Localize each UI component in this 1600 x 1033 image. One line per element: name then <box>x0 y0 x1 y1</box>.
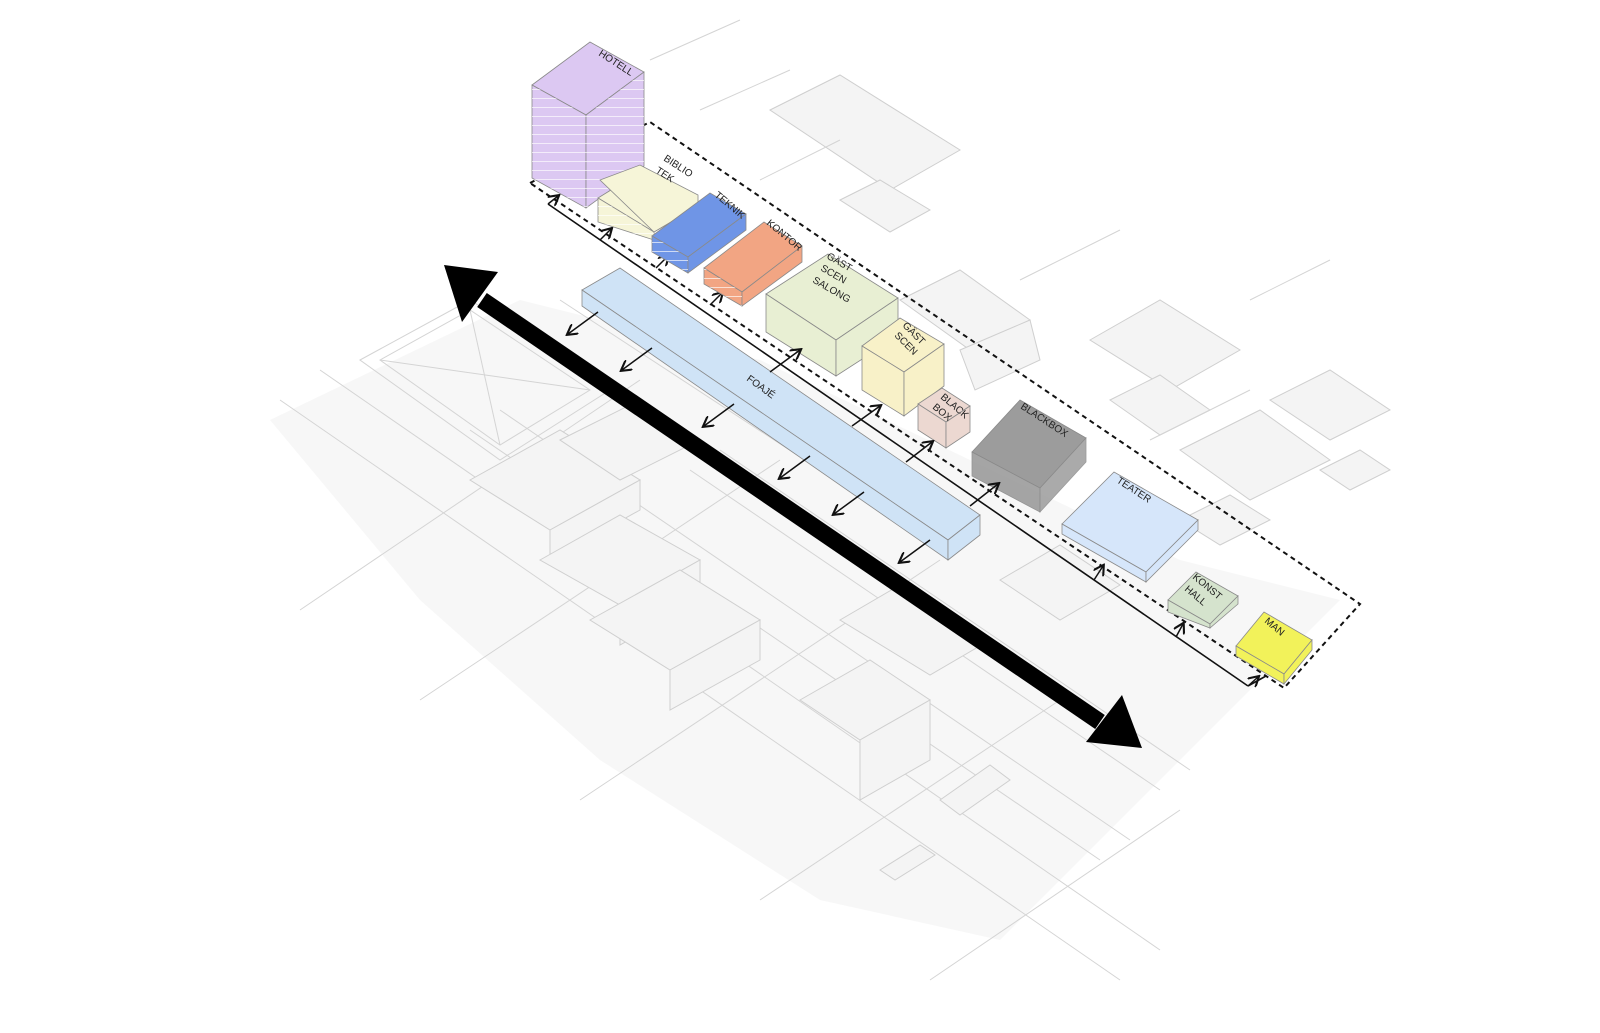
volume-man: MAN <box>1235 611 1313 686</box>
site-boundary <box>528 120 1362 690</box>
volume-teater: TEATER <box>1061 471 1199 583</box>
arrowhead-southeast <box>1086 695 1142 748</box>
volume-foaje: FOAJÉ <box>581 267 981 561</box>
foaje-arrows <box>568 311 998 562</box>
volume-blackbox-small: BLACK BOX <box>917 387 971 449</box>
movement-axis-arrow <box>444 265 1142 748</box>
volume-bibliotek: BIBLIO TEK <box>597 153 699 241</box>
arrowhead-northwest <box>444 265 498 322</box>
context-buildings <box>469 19 1391 881</box>
volume-gastscen: GÄST SCEN <box>861 317 945 417</box>
context-city <box>270 19 1391 981</box>
volume-gastscen-salong: GÄST SCEN SALONG <box>765 250 899 377</box>
